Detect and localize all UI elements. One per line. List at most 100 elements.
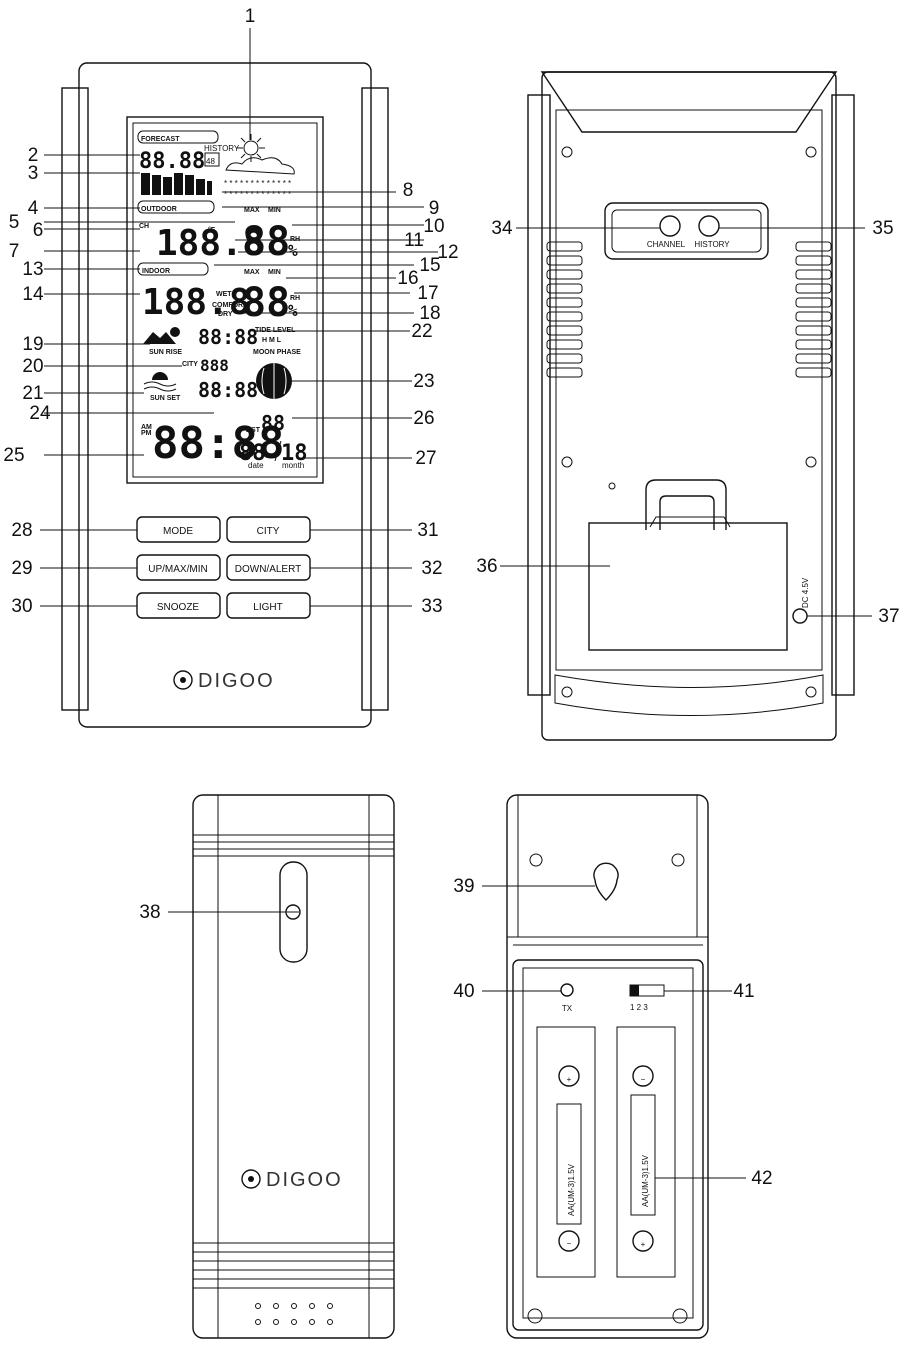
vent-right (795, 241, 832, 378)
front-view: FORECAST 88.88 48 HISTORY * * * * * * * … (61, 62, 389, 728)
stand-handle (645, 479, 727, 530)
channel-button[interactable]: CHANNEL (647, 215, 686, 249)
city-digits: 888 (200, 356, 229, 375)
stars-row2: * * * * * * * * * * * * * (224, 190, 291, 199)
battery-left: + AA(UM-3)1.5V − (556, 1065, 582, 1252)
history-bargraph (141, 173, 212, 195)
tx-button[interactable]: TX (560, 983, 574, 1013)
callout-22: 22 (411, 321, 432, 342)
callout-34: 34 (491, 218, 513, 239)
clock-digits: 88:88 (152, 418, 284, 469)
dry-label: DRY (218, 311, 233, 318)
callout-26: 26 (413, 408, 434, 429)
sensor-front-view: DIGOO (192, 794, 395, 1339)
outdoor-hum-digits: 88 (242, 219, 290, 265)
logo-text-front: DIGOO (198, 670, 275, 692)
digoo-logo-sensor: DIGOO (241, 1169, 343, 1191)
switch-positions: 1 2 3 (630, 1003, 648, 1012)
callout-7: 7 (9, 241, 20, 262)
battery-right-label: AA(UM-3)1.5V (641, 1154, 650, 1207)
callout-24: 24 (29, 403, 51, 424)
callout-33: 33 (421, 596, 442, 617)
pm-label: PM (141, 430, 152, 437)
indoor-temp-digits: 188.8 (142, 282, 250, 323)
sunrise-time: 88:88 (198, 325, 258, 349)
channel-switch[interactable]: 1 2 3 (629, 984, 665, 1012)
channel-button-label: CHANNEL (647, 240, 686, 249)
sunset-time: 88:88 (198, 378, 258, 402)
back-view: CHANNEL HISTORY DC 4.5V (527, 71, 855, 741)
sunrise-icon (143, 332, 176, 344)
callout-35: 35 (872, 218, 893, 239)
tx-label: TX (562, 1004, 573, 1013)
month-digits: 18 (281, 441, 308, 466)
logo-text-sensor: DIGOO (266, 1169, 343, 1191)
callout-37: 37 (878, 606, 899, 627)
light-button-label: LIGHT (253, 602, 282, 613)
up-max-min-button[interactable]: UP/MAX/MIN (136, 554, 221, 581)
callout-25: 25 (3, 445, 24, 466)
city-button[interactable]: CITY (226, 516, 311, 543)
callout-9: 9 (429, 198, 440, 219)
dc-jack[interactable] (792, 608, 808, 624)
callout-12: 12 (437, 242, 458, 263)
callout-41: 41 (733, 981, 754, 1002)
light-button[interactable]: LIGHT (226, 592, 311, 619)
indoor-rh: RH (290, 295, 300, 302)
snooze-button[interactable]: SNOOZE (136, 592, 221, 619)
up-max-min-button-label: UP/MAX/MIN (148, 564, 207, 575)
battery-right: − AA(UM-3)1.5V + (630, 1065, 656, 1252)
keyhole-icon (593, 862, 619, 901)
callout-17: 17 (417, 283, 438, 304)
callout-21: 21 (22, 383, 43, 404)
mode-button[interactable]: MODE (136, 516, 221, 543)
indoor-percent: % (288, 301, 298, 320)
forecast-label: FORECAST (141, 136, 180, 143)
callout-15: 15 (419, 255, 440, 276)
outdoor-label: OUTDOOR (141, 206, 177, 213)
sunrise-label: SUN RISE (149, 349, 182, 356)
sun-icon (237, 134, 265, 162)
mode-button-label: MODE (163, 526, 193, 537)
history-label: HISTORY (204, 144, 240, 153)
indoor-label: INDOOR (142, 268, 170, 275)
city-label: CITY (182, 361, 198, 368)
callout-5: 5 (9, 212, 20, 233)
callout-2: 2 (28, 145, 39, 166)
month-label: month (282, 461, 304, 470)
callout-28: 28 (11, 520, 32, 541)
callout-numbers: 1 2 3 4 5 6 7 8 9 10 11 12 13 14 15 16 1… (3, 6, 899, 1189)
indoor-max: MAX (244, 269, 260, 276)
callout-4: 4 (28, 198, 39, 219)
down-alert-button-label: DOWN/ALERT (235, 564, 302, 575)
callout-36: 36 (476, 556, 497, 577)
callout-19: 19 (22, 334, 43, 355)
outdoor-max: MAX (244, 207, 260, 214)
wet-label: WET (216, 291, 232, 298)
callout-31: 31 (417, 520, 438, 541)
battery-cover[interactable] (588, 522, 788, 651)
callout-10: 10 (423, 216, 444, 237)
outdoor-temp-digits: 188.8 (156, 223, 264, 264)
callout-14: 14 (22, 284, 44, 305)
battery-right-plus: + (641, 1240, 646, 1249)
pressure-digits: 88.88 (139, 149, 205, 174)
digoo-logo-front: DIGOO (173, 670, 275, 692)
callout-40: 40 (453, 981, 474, 1002)
snooze-button-label: SNOOZE (157, 602, 200, 613)
sensor-holes (255, 1303, 333, 1325)
stars-row1: * * * * * * * * * * * * * (224, 179, 291, 188)
down-alert-button[interactable]: DOWN/ALERT (226, 554, 311, 581)
weekday-digits: 88 (261, 411, 285, 435)
dc-label: DC 4.5V (801, 577, 810, 608)
comfort-label: COMFORT (212, 302, 248, 309)
callout-32: 32 (421, 558, 442, 579)
moon-phase-label: MOON PHASE (253, 349, 301, 356)
history-button[interactable]: HISTORY (694, 215, 730, 249)
date-label: date (248, 461, 264, 470)
callout-29: 29 (11, 558, 32, 579)
callout-27: 27 (415, 448, 436, 469)
battery-left-plus: + (567, 1075, 572, 1084)
callout-18: 18 (419, 303, 440, 324)
